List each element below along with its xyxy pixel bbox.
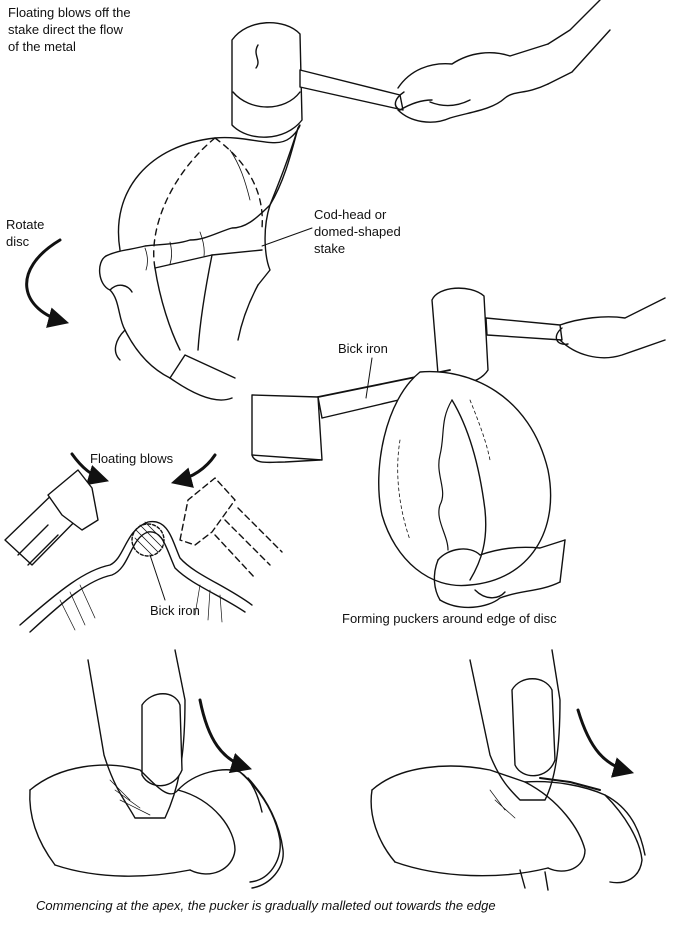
- cod-head-stake: [106, 125, 300, 350]
- right-hammer-dashed: [180, 478, 282, 578]
- mid-mallet: [432, 288, 665, 383]
- floating-blows-stake-line-1: Floating blows off the: [8, 4, 131, 21]
- top-mallet: [232, 23, 403, 138]
- figure-caption: Commencing at the apex, the pucker is gr…: [36, 897, 496, 914]
- floating-blows-stake-line-3: of the metal: [8, 38, 131, 55]
- left-hand: [100, 256, 235, 400]
- floating-blows-stake-label: Floating blows off the stake direct the …: [8, 4, 131, 55]
- bottom-left-arrow-icon: [200, 700, 248, 768]
- floating-blows-stake-line-2: stake direct the flow: [8, 21, 131, 38]
- rotate-disc-label: Rotate disc: [6, 216, 44, 250]
- forming-puckers-label: Forming puckers around edge of disc: [342, 610, 557, 627]
- rotate-disc-arrow-icon: [27, 240, 65, 322]
- bick-iron-bottom-label: Bick iron: [150, 602, 200, 619]
- bick-iron-bottom-leader: [150, 555, 165, 600]
- bottom-right-arrow-icon: [578, 710, 630, 772]
- top-hand: [395, 0, 610, 122]
- left-hammer: [5, 470, 98, 565]
- rotate-disc-line-1: Rotate: [6, 216, 44, 233]
- bottom-right-mallet: [470, 650, 560, 800]
- cod-head-stake-line-1: Cod-head or: [314, 206, 401, 223]
- floating-blows-right-arrow-icon: [175, 455, 215, 482]
- cod-head-stake-line-2: domed-shaped: [314, 223, 401, 240]
- cod-head-stake-line-3: stake: [314, 240, 401, 257]
- cod-head-leader: [262, 228, 312, 246]
- cod-head-stake-label: Cod-head or domed-shaped stake: [314, 206, 401, 257]
- rotate-disc-line-2: disc: [6, 233, 44, 250]
- bick-iron-top-label: Bick iron: [338, 340, 388, 357]
- bottom-left-mallet: [88, 650, 185, 818]
- bick-iron-top-leader: [366, 358, 372, 398]
- floating-blows-label: Floating blows: [90, 450, 173, 467]
- bottom-right-disc: [371, 766, 645, 890]
- formed-disc-puckers: [379, 372, 551, 586]
